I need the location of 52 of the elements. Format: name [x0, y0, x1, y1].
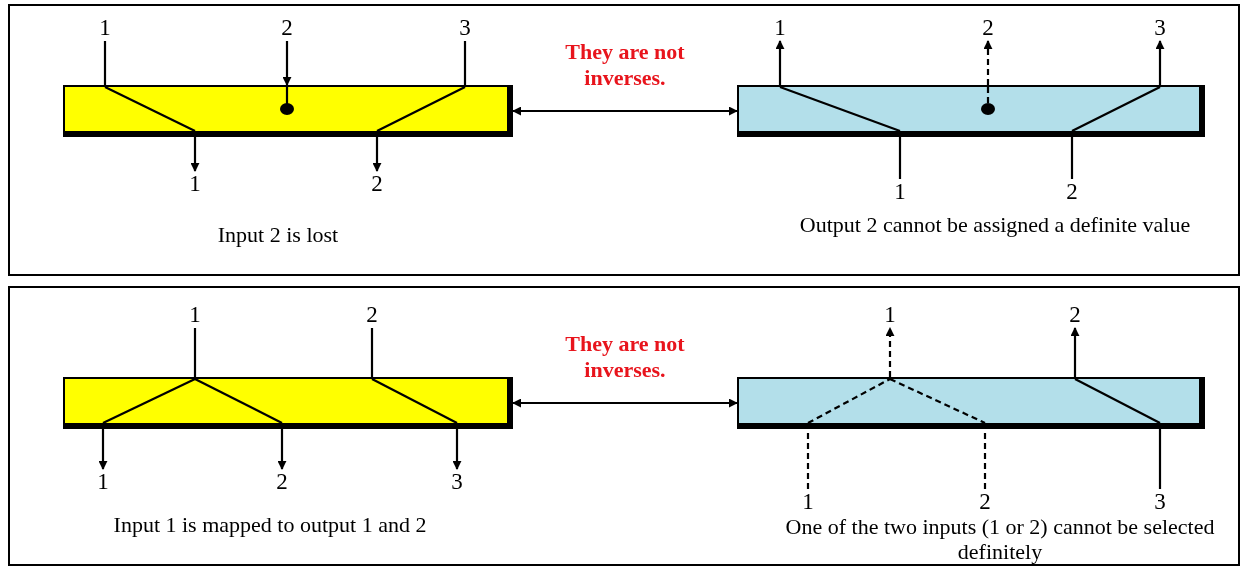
terminal-number: 1: [796, 490, 820, 514]
terminal-number: 2: [275, 16, 299, 40]
terminal-number: 3: [453, 16, 477, 40]
terminal-number: 1: [888, 180, 912, 204]
arrow: [983, 40, 993, 85]
permutation-box: [63, 85, 513, 137]
permutation-box: [737, 377, 1205, 429]
connector-line: [463, 41, 467, 85]
connector-line: [1158, 429, 1162, 489]
terminal-number: 2: [365, 172, 389, 196]
caption-text: Input 1 is mapped to output 1 and 2: [112, 512, 428, 537]
terminal-number: 2: [1060, 180, 1084, 204]
terminal-number: 3: [1148, 16, 1172, 40]
terminal-number: 1: [91, 470, 115, 494]
arrow: [190, 137, 200, 172]
arrow: [1155, 40, 1165, 85]
connector-line: [898, 137, 902, 179]
terminal-number: 3: [445, 470, 469, 494]
permutation-box: [737, 85, 1205, 137]
arrow: [452, 429, 462, 470]
terminal-number: 1: [93, 16, 117, 40]
arrow: [277, 429, 287, 470]
caption-text: Input 2 is lost: [216, 222, 340, 247]
connector-line: [103, 41, 107, 85]
terminal-number: 1: [878, 303, 902, 327]
arrow: [885, 327, 895, 377]
arrow: [98, 429, 108, 470]
edge-label: They are not inverses.: [564, 331, 686, 383]
arrow: [282, 41, 292, 86]
connector-line: [1070, 137, 1074, 179]
panel-frame: [8, 286, 1240, 566]
connector-line: [193, 328, 197, 377]
arrow: [1070, 327, 1080, 377]
terminal-number: 1: [183, 172, 207, 196]
caption-text: Output 2 cannot be assigned a definite value: [798, 212, 1192, 237]
arrow: [372, 137, 382, 172]
terminal-number: 2: [1063, 303, 1087, 327]
terminal-number: 1: [183, 303, 207, 327]
terminal-number: 3: [1148, 490, 1172, 514]
edge-label: They are not inverses.: [564, 39, 686, 91]
double-arrow: [512, 106, 738, 116]
terminal-number: 2: [973, 490, 997, 514]
panel-frame: [8, 4, 1240, 276]
terminal-number: 1: [768, 16, 792, 40]
double-arrow: [512, 398, 738, 408]
caption-text: One of the two inputs (1 or 2) cannot be selected definitely: [784, 514, 1216, 564]
arrow: [775, 40, 785, 85]
connector-line: [370, 328, 374, 377]
terminal-number: 2: [360, 303, 384, 327]
permutation-box: [63, 377, 513, 429]
terminal-number: 2: [270, 470, 294, 494]
terminal-number: 2: [976, 16, 1000, 40]
